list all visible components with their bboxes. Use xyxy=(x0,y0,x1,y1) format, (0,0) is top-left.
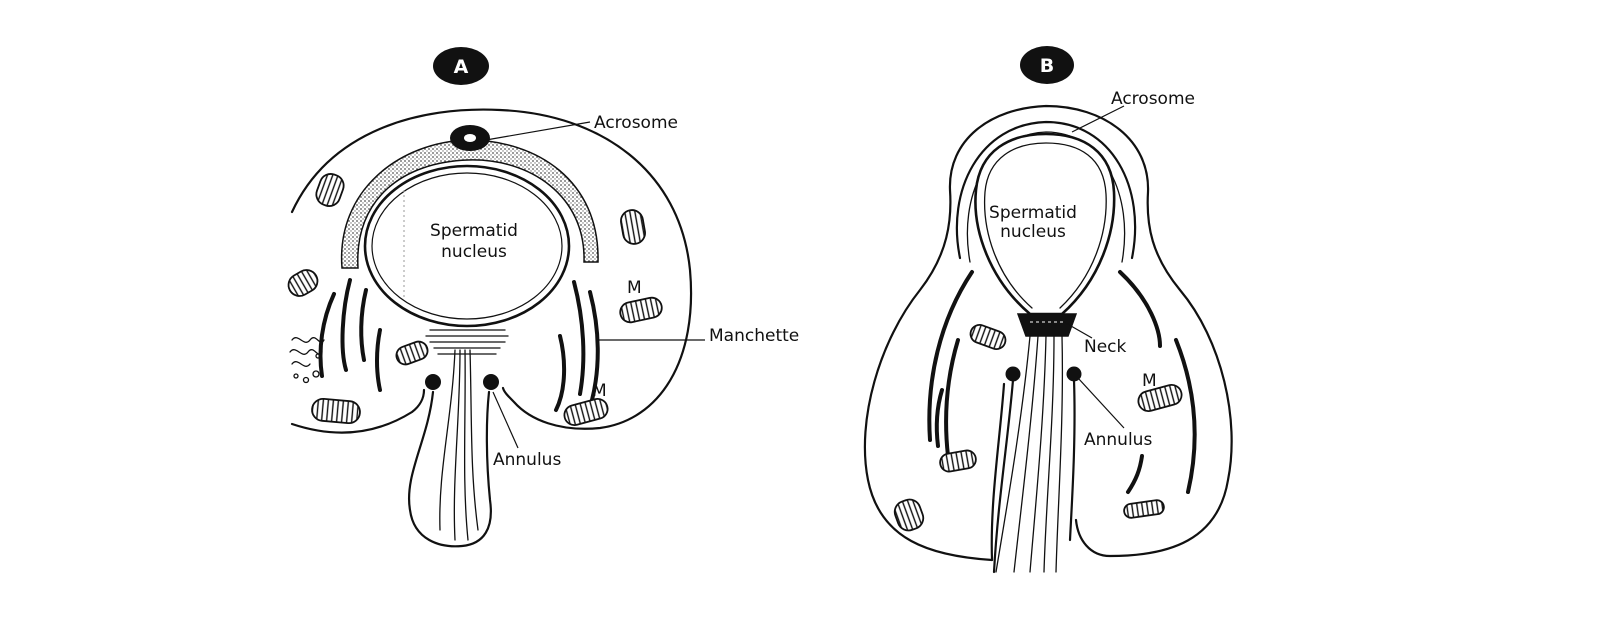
panel-b: B Spermatid nucleus xyxy=(863,46,1233,574)
panel-a-axoneme-line xyxy=(469,349,479,531)
panel-b-nucleus-inner-membrane xyxy=(983,142,1107,309)
panel-a-tail-outline xyxy=(407,390,492,548)
panel-b-manchette-left xyxy=(927,270,974,458)
panel-b-manchette-right xyxy=(1118,270,1197,494)
panel-b-tail-sheath-right xyxy=(1068,378,1076,542)
panel-a-acrosome-leader xyxy=(485,121,591,141)
panel-a-mito-label-lower: M xyxy=(592,381,607,401)
panel-a-annulus-leader xyxy=(492,391,519,449)
panel-a-mito-label-upper: M xyxy=(627,278,642,298)
panel-b-acrosome-label: Acrosome xyxy=(1111,89,1195,109)
panel-a-axoneme-line xyxy=(463,349,469,541)
panel-b-annulus-label: Annulus xyxy=(1084,430,1152,450)
panel-b-nucleus xyxy=(974,132,1116,316)
panel-b-mito-label: M xyxy=(1142,371,1157,391)
panel-b-acrosome-leader xyxy=(1071,105,1125,133)
panel-b-nucleus-label-1: Spermatid xyxy=(989,203,1077,223)
panel-b-acrosome-outer xyxy=(955,120,1137,260)
panel-b-neck-leader xyxy=(1063,321,1093,339)
panel-b-flagellum xyxy=(995,335,1064,573)
panel-a-badge: A xyxy=(433,47,489,85)
panel-a-neck-striations xyxy=(425,329,509,355)
panel-b-tail-sheath-left xyxy=(992,378,1015,574)
panel-b-neck-label: Neck xyxy=(1084,337,1127,357)
panel-a-manchette-label: Manchette xyxy=(709,326,799,346)
panel-b-annulus-left xyxy=(1005,366,1021,382)
panel-b-acrosome-inner xyxy=(966,131,1126,263)
panel-a-nucleus-label-2: nucleus xyxy=(441,242,507,262)
panel-a-annulus-label: Annulus xyxy=(493,450,561,470)
panel-a-golgi-vesicles xyxy=(289,337,325,384)
panel-b-badge-label: B xyxy=(1040,55,1054,77)
panel-b-badge: B xyxy=(1020,46,1074,84)
panel-a-nucleus-inner-membrane xyxy=(371,172,563,320)
panel-a-manchette-right xyxy=(554,280,600,412)
panel-b-annulus-right xyxy=(1066,366,1082,382)
panel-a-annulus-right xyxy=(483,374,499,390)
panel-a-badge-label: A xyxy=(454,56,469,78)
panel-a-nucleus-label-1: Spermatid xyxy=(430,221,518,241)
panel-b-cell-membrane xyxy=(863,104,1233,562)
panel-a-annulus-left xyxy=(425,374,441,390)
panel-b-annulus-leader xyxy=(1077,377,1125,429)
panel-a-granule-core xyxy=(464,134,476,142)
panel-a-cell-membrane-lower xyxy=(290,388,426,434)
panel-b-neck xyxy=(1016,313,1078,337)
panel-a-manchette-left xyxy=(318,278,382,392)
panel-a-acrosome-label: Acrosome xyxy=(594,113,678,133)
panel-a: A Spermatid nucleus xyxy=(287,47,799,548)
panel-a-nucleus xyxy=(363,164,571,328)
panel-b-mitochondria xyxy=(893,324,1183,532)
panel-a-cell-membrane xyxy=(290,108,693,430)
panel-a-acrosome-cap xyxy=(340,139,599,269)
panel-a-axoneme-line xyxy=(439,349,456,531)
panel-a-axoneme-line xyxy=(453,349,461,541)
panel-a-mitochondria xyxy=(287,173,663,427)
panel-b-inner-sheath-left xyxy=(990,382,1006,562)
panel-b-nucleus-label-2: nucleus xyxy=(1000,222,1066,242)
